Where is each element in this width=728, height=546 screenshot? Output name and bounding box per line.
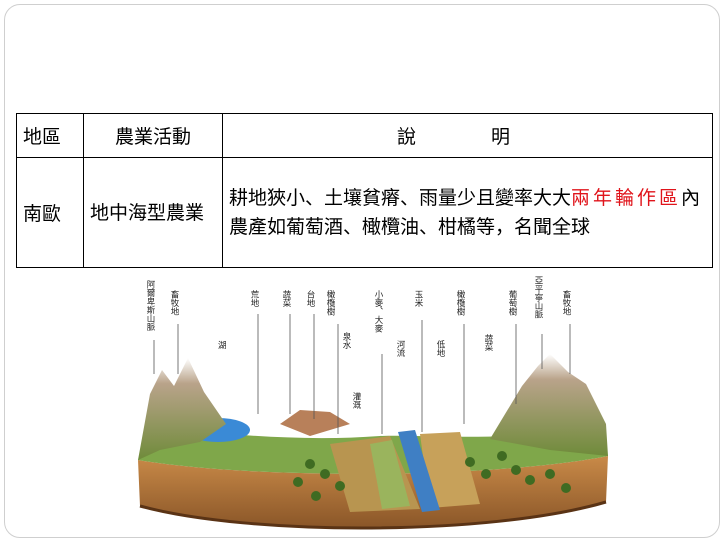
apennine-mountains: [490, 354, 608, 456]
desc-highlight: 兩年輪作區: [571, 186, 682, 209]
label-wasteland: 荒地: [249, 289, 259, 307]
desc-text-2: 內農產如葡萄酒、橄欖油、柑橘等，名聞全球: [229, 186, 701, 238]
table-row: 南歐 地中海型農業 耕地狹小、土壤貧瘠、雨量少且變率大大兩年輪作區內農產如葡萄酒…: [16, 157, 713, 268]
label-plateau: 台地: [305, 289, 315, 307]
label-lowland: 低地: [435, 339, 445, 357]
cell-region: 南歐: [16, 157, 84, 268]
river: [398, 430, 440, 512]
label-pasture-right: 畜牧地: [561, 289, 571, 315]
header-activity: 農業活動: [83, 113, 223, 158]
cell-description: 耕地狹小、土壤貧瘠、雨量少且變率大大兩年輪作區內農產如葡萄酒、橄欖油、柑橘等，名…: [222, 157, 713, 268]
bedrock-line: [139, 500, 607, 530]
label-olive-left: 橄欖樹: [325, 289, 335, 316]
label-vegetable-right: 蔬菜: [483, 333, 493, 352]
label-river: 河流: [395, 339, 405, 358]
label-wheat-barley: 小麥、大麥: [373, 289, 383, 333]
trees: [293, 451, 571, 501]
label-leader-lines: [153, 314, 571, 434]
vegetable-field: [370, 440, 410, 509]
alps-mountains: [138, 358, 226, 460]
label-vegetable-left: 蔬菜: [281, 289, 291, 308]
mediterranean-landscape-diagram: 阿爾卑斯山脈 畜牧地 湖 荒地 蔬菜 台地 橄欖樹 泉水 灌溉 小麥、大麥 河流…: [138, 276, 608, 530]
label-grapevine: 葡萄樹: [507, 289, 517, 316]
slide-frame: [4, 4, 720, 538]
plateau: [280, 410, 350, 436]
label-corn: 玉米: [413, 290, 423, 308]
table-header-row: 地區 農業活動 說 明: [16, 113, 713, 158]
label-pasture-left: 畜牧地: [169, 289, 179, 315]
desc-text-1: 耕地狹小、土壤貧瘠、雨量少且變率大大: [229, 186, 572, 209]
diagram-labels: 阿爾卑斯山脈 畜牧地 湖 荒地 蔬菜 台地 橄欖樹 泉水 灌溉 小麥、大麥 河流…: [145, 276, 571, 410]
cell-activity: 地中海型農業: [83, 157, 223, 268]
label-alps: 阿爾卑斯山脈: [145, 280, 155, 332]
label-apennines: 亞平寧山脈: [533, 276, 543, 319]
label-irrigation: 灌溉: [351, 391, 361, 410]
header-description: 說 明: [222, 113, 713, 158]
header-region: 地區: [16, 113, 84, 158]
label-olive-right: 橄欖樹: [455, 289, 465, 316]
corn-field: [420, 432, 480, 508]
label-lake: 湖: [218, 341, 227, 351]
agriculture-table: 地區 農業活動 說 明 南歐 地中海型農業 耕地狹小、土壤貧瘠、雨量少且變率大大…: [16, 113, 713, 268]
label-spring: 泉水: [341, 331, 351, 349]
